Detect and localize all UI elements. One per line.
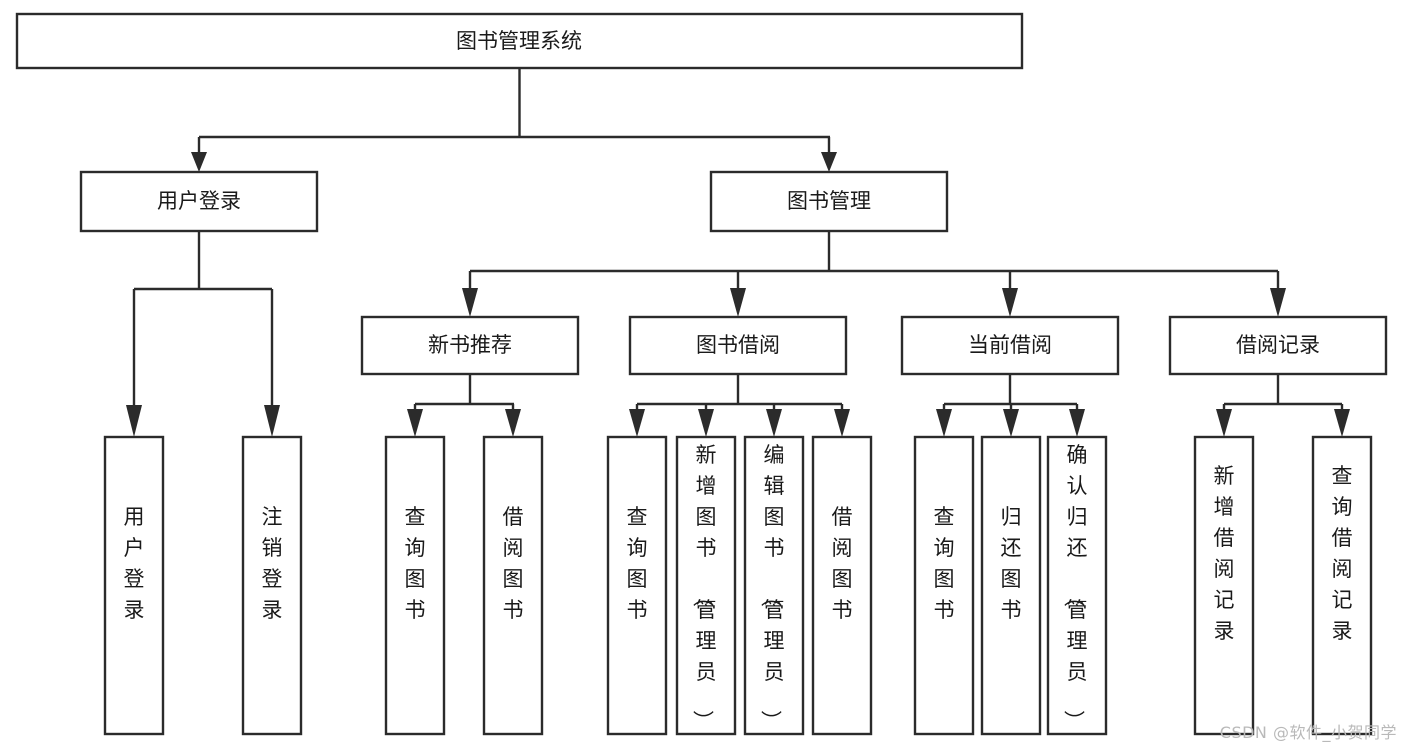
node-leaf-query-book-2-box[interactable] bbox=[606, 435, 668, 736]
arrowhead-book-manage bbox=[821, 152, 837, 172]
node-leaf-borrow-book-1-box[interactable] bbox=[482, 435, 544, 736]
node-leaf-borrow-book-1-label: 借阅图书 bbox=[503, 505, 524, 622]
node-book-borrow-box[interactable] bbox=[628, 315, 848, 376]
node-leaf-query-book-1-label: 查询图书 bbox=[405, 505, 426, 622]
node-leaf-edit-book-box[interactable] bbox=[743, 435, 805, 736]
node-root-box[interactable] bbox=[15, 12, 1024, 70]
node-leaf-add-book[interactable]: 新增图书（管理员） bbox=[675, 435, 737, 736]
arrowhead-leaf-borrow-book-2 bbox=[834, 409, 850, 437]
node-book-borrow-label: 图书借阅 bbox=[696, 333, 780, 357]
node-book-manage-box[interactable] bbox=[709, 170, 949, 233]
node-book-manage-label: 图书管理 bbox=[787, 189, 871, 213]
arrowhead-leaf-query-book-3 bbox=[936, 409, 952, 437]
node-leaf-confirm-return-label: 确认归还（管理员） bbox=[1062, 443, 1088, 731]
node-leaf-edit-book[interactable]: 编辑图书（管理员） bbox=[743, 435, 805, 736]
node-leaf-logout[interactable]: 注销登录 bbox=[241, 435, 303, 736]
arrowhead-leaf-borrow-book-1 bbox=[505, 409, 521, 437]
arrowhead-user-login bbox=[191, 152, 207, 172]
arrowhead-borrow-record bbox=[1270, 288, 1286, 317]
arrowhead-leaf-logout bbox=[264, 405, 280, 437]
arrowhead-leaf-add-record bbox=[1216, 409, 1232, 437]
arrowhead-leaf-add-book bbox=[698, 409, 714, 437]
arrowhead-leaf-query-record bbox=[1334, 409, 1350, 437]
node-root-label: 图书管理系统 bbox=[456, 29, 582, 53]
node-leaf-logout-box[interactable] bbox=[241, 435, 303, 736]
node-leaf-user-login-label: 用户登录 bbox=[124, 505, 145, 622]
node-book-manage[interactable]: 图书管理 bbox=[709, 170, 949, 233]
node-leaf-borrow-book-1[interactable]: 借阅图书 bbox=[482, 435, 544, 736]
node-borrow-record-label: 借阅记录 bbox=[1236, 333, 1320, 357]
node-leaf-borrow-book-2[interactable]: 借阅图书 bbox=[811, 435, 873, 736]
node-root[interactable]: 图书管理系统 bbox=[15, 12, 1024, 70]
node-leaf-add-record-label: 新增借阅记录 bbox=[1214, 464, 1235, 643]
node-leaf-query-record[interactable]: 查询借阅记录 bbox=[1311, 435, 1373, 736]
node-leaf-return-book[interactable]: 归还图书 bbox=[980, 435, 1042, 736]
node-new-book-rec[interactable]: 新书推荐 bbox=[360, 315, 580, 376]
node-user-login-label: 用户登录 bbox=[157, 189, 241, 213]
node-leaf-query-book-1[interactable]: 查询图书 bbox=[384, 435, 446, 736]
node-leaf-query-book-3-box[interactable] bbox=[913, 435, 975, 736]
node-leaf-query-book-2-label: 查询图书 bbox=[627, 505, 648, 622]
node-leaf-add-record[interactable]: 新增借阅记录 bbox=[1193, 435, 1255, 736]
node-leaf-user-login-box[interactable] bbox=[103, 435, 165, 736]
node-leaf-query-record-box[interactable] bbox=[1311, 435, 1373, 736]
node-leaf-query-book-3[interactable]: 查询图书 bbox=[913, 435, 975, 736]
node-new-book-rec-label: 新书推荐 bbox=[428, 333, 512, 357]
node-current-borrow-label: 当前借阅 bbox=[968, 333, 1052, 357]
arrowhead-leaf-query-book-1 bbox=[407, 409, 423, 437]
node-book-borrow[interactable]: 图书借阅 bbox=[628, 315, 848, 376]
node-leaf-confirm-return-box[interactable] bbox=[1046, 435, 1108, 736]
node-current-borrow[interactable]: 当前借阅 bbox=[900, 315, 1120, 376]
node-leaf-query-book-1-box[interactable] bbox=[384, 435, 446, 736]
node-user-login-box[interactable] bbox=[79, 170, 319, 233]
node-leaf-add-book-label: 新增图书（管理员） bbox=[691, 443, 717, 731]
node-leaf-confirm-return[interactable]: 确认归还（管理员） bbox=[1046, 435, 1108, 736]
node-leaf-query-record-label: 查询借阅记录 bbox=[1332, 464, 1353, 643]
node-leaf-return-book-label: 归还图书 bbox=[1001, 505, 1022, 622]
node-leaf-add-book-box[interactable] bbox=[675, 435, 737, 736]
arrowhead-leaf-user-login bbox=[126, 405, 142, 437]
node-leaf-add-record-box[interactable] bbox=[1193, 435, 1255, 736]
arrowhead-leaf-edit-book bbox=[766, 409, 782, 437]
arrowhead-current-borrow bbox=[1002, 288, 1018, 317]
node-leaf-borrow-book-2-box[interactable] bbox=[811, 435, 873, 736]
csdn-watermark: CSDN @软件_小贺同学 bbox=[1219, 723, 1397, 742]
arrowhead-leaf-return-book bbox=[1003, 409, 1019, 437]
node-current-borrow-box[interactable] bbox=[900, 315, 1120, 376]
arrowhead-leaf-confirm-return bbox=[1069, 409, 1085, 437]
node-new-book-rec-box[interactable] bbox=[360, 315, 580, 376]
node-leaf-edit-book-label: 编辑图书（管理员） bbox=[759, 443, 785, 731]
node-leaf-logout-label: 注销登录 bbox=[262, 505, 283, 622]
node-leaf-user-login[interactable]: 用户登录 bbox=[103, 435, 165, 736]
arrowhead-leaf-query-book-2 bbox=[629, 409, 645, 437]
node-leaf-return-book-box[interactable] bbox=[980, 435, 1042, 736]
node-user-login[interactable]: 用户登录 bbox=[79, 170, 319, 233]
node-leaf-query-book-3-label: 查询图书 bbox=[934, 505, 955, 622]
arrowhead-new-book-rec bbox=[462, 288, 478, 317]
node-leaf-borrow-book-2-label: 借阅图书 bbox=[832, 505, 853, 622]
edge-group bbox=[126, 68, 1350, 437]
node-leaf-query-book-2[interactable]: 查询图书 bbox=[606, 435, 668, 736]
node-borrow-record-box[interactable] bbox=[1168, 315, 1388, 376]
arrowhead-book-borrow bbox=[730, 288, 746, 317]
node-borrow-record[interactable]: 借阅记录 bbox=[1168, 315, 1388, 376]
